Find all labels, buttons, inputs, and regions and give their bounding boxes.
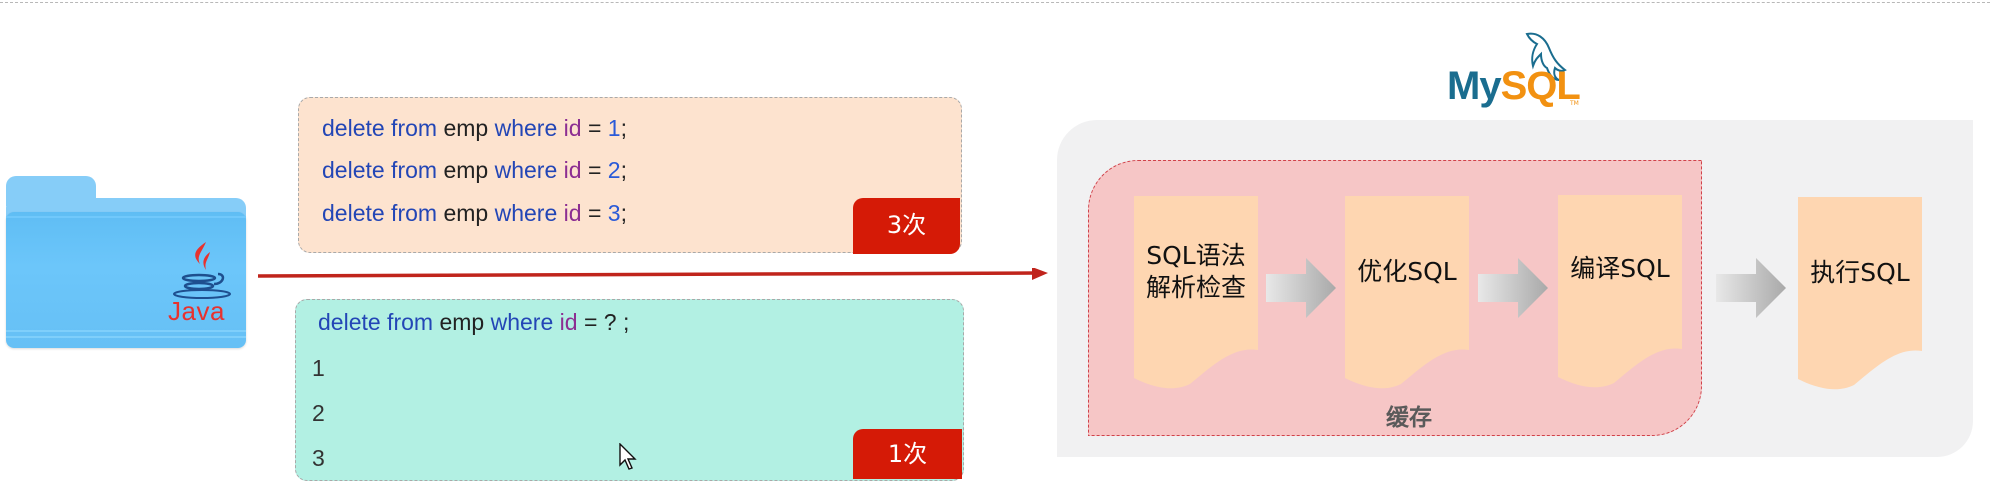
flow-arrow-icon <box>1478 258 1548 318</box>
param-value-2: 2 <box>312 400 325 426</box>
sql-statement-3: delete from emp where id = 3; <box>322 200 627 226</box>
individual-statements-box <box>298 97 962 253</box>
request-arrow <box>258 268 1048 280</box>
prepared-sql-statement: delete from emp where id = ? ; <box>318 309 630 335</box>
cache-label: 缓存 <box>1386 405 1432 431</box>
mouse-cursor-icon <box>619 443 637 470</box>
sql-statement-1: delete from emp where id = 1; <box>322 115 627 141</box>
mysql-logo: MySQL <box>1447 64 1581 108</box>
trademark-mark: TM <box>1570 100 1579 107</box>
mysql-dolphin-icon <box>1525 32 1567 81</box>
count-badge-1: 1次 <box>853 429 962 479</box>
flow-arrow-icon <box>1716 258 1786 318</box>
prepared-statement-box <box>295 299 964 481</box>
count-badge-3: 3次 <box>853 198 960 254</box>
java-cup-icon <box>173 242 231 299</box>
step-compile: 编译SQL <box>1558 195 1682 395</box>
param-value-3: 3 <box>312 445 325 471</box>
flow-arrow-icon <box>1266 258 1336 318</box>
step-optimize: 优化SQL <box>1345 196 1469 396</box>
top-divider <box>0 2 1990 3</box>
param-value-1: 1 <box>312 355 325 381</box>
java-folder-icon: Java <box>6 176 246 351</box>
step-parse-check: SQL语法 解析检查 <box>1134 196 1258 396</box>
java-label: Java <box>168 296 225 326</box>
sql-statement-2: delete from emp where id = 2; <box>322 157 627 183</box>
step-execute: 执行SQL <box>1798 197 1922 397</box>
